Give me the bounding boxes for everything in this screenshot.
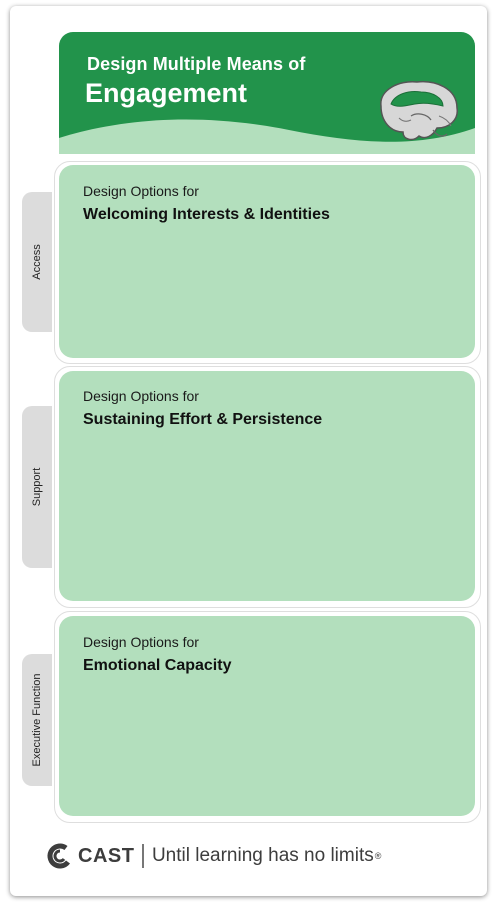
section-title-emotional: Emotional Capacity — [83, 657, 232, 674]
engagement-header: Design Multiple Means of Engagement — [59, 32, 475, 154]
tab-access: Access — [22, 192, 52, 332]
graphic-organizer-card: Design Multiple Means of Engagement Acce… — [10, 6, 487, 896]
tab-label-access: Access — [31, 244, 43, 280]
cast-brand: CAST — [78, 844, 135, 867]
section-box-welcoming — [59, 165, 475, 358]
footer-divider — [142, 844, 144, 868]
footer-tagline: Until learning has no limits — [151, 845, 374, 866]
tab-executive-function: Executive Function — [22, 654, 52, 786]
footer: CAST Until learning has no limits® — [46, 841, 381, 871]
section-label-emotional: Design Options for — [83, 634, 199, 650]
section-title-sustaining: Sustaining Effort & Persistence — [83, 411, 323, 428]
section-box-emotional — [59, 616, 475, 816]
cast-logo-icon — [47, 843, 70, 869]
header-title-line1: Design Multiple Means of — [87, 54, 306, 74]
tab-label-executive-function: Executive Function — [31, 673, 43, 767]
section-title-welcoming: Welcoming Interests & Identities — [83, 206, 330, 223]
tab-label-support: Support — [31, 467, 43, 507]
section-box-sustaining — [59, 371, 475, 601]
section-label-welcoming: Design Options for — [83, 183, 199, 199]
tab-support: Support — [22, 406, 52, 568]
header-wave — [59, 119, 475, 154]
section-label-sustaining: Design Options for — [83, 388, 199, 404]
header-title-line2: Engagement — [85, 78, 248, 108]
registered-mark: ® — [374, 851, 382, 861]
brain-icon — [380, 80, 458, 141]
